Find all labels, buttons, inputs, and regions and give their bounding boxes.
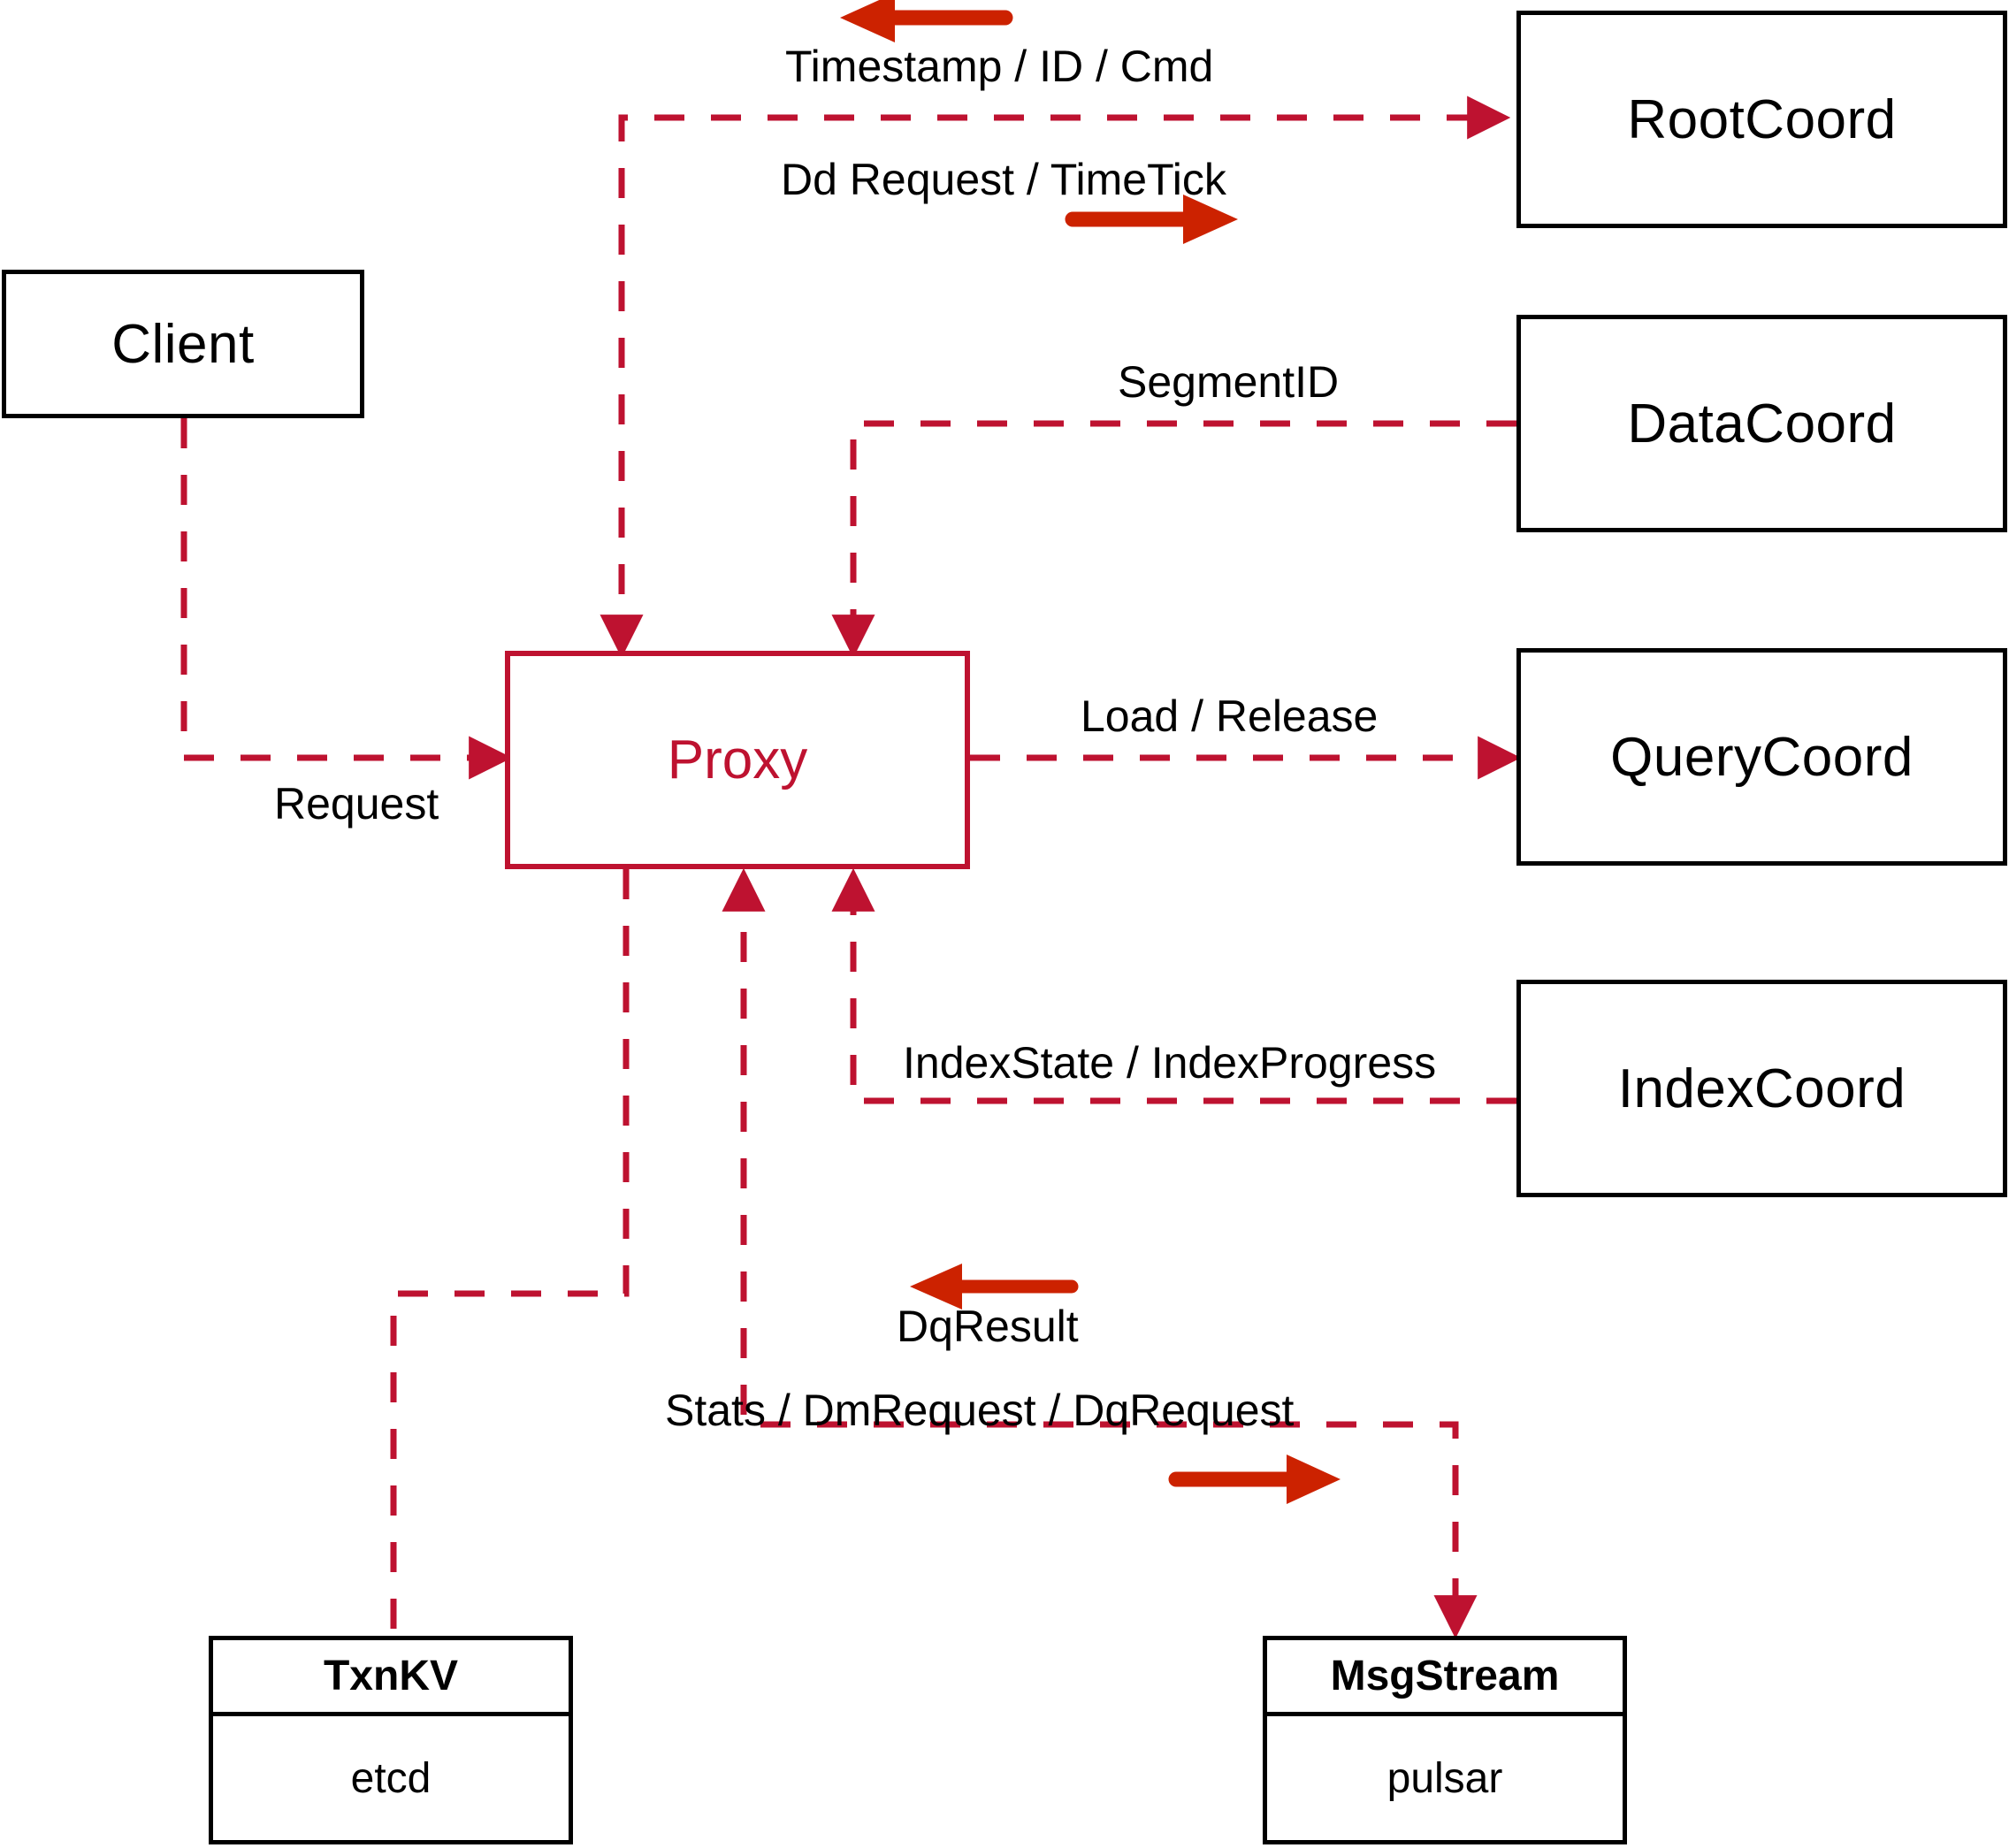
edge-label-stats-dm-dq-request: Stats / DmRequest / DqRequest <box>665 1386 1295 1435</box>
node-indexcoord-label: IndexCoord <box>1617 1058 1906 1119</box>
node-datacoord-label: DataCoord <box>1627 393 1897 454</box>
node-proxy-label: Proxy <box>667 729 808 790</box>
node-rootcoord[interactable]: RootCoord <box>1516 11 2007 228</box>
store-msgstream-title: MsgStream <box>1267 1640 1623 1716</box>
node-indexcoord[interactable]: IndexCoord <box>1516 980 2007 1197</box>
edge-label-request: Request <box>274 779 439 829</box>
store-txnkv-title: TxnKV <box>213 1640 569 1716</box>
store-txnkv[interactable]: TxnKV etcd <box>209 1636 573 1844</box>
store-txnkv-impl: etcd <box>350 1754 432 1802</box>
edge-label-segment-id: SegmentID <box>1118 357 1340 407</box>
edge-label-load-release: Load / Release <box>1081 691 1379 741</box>
node-client-label: Client <box>111 313 255 375</box>
edge-proxy-to-txnkv <box>390 869 630 1636</box>
edge-label-index-state-progress: IndexState / IndexProgress <box>903 1038 1437 1088</box>
node-client[interactable]: Client <box>2 270 364 418</box>
edge-label-timestamp-id-cmd: Timestamp / ID / Cmd <box>785 42 1214 91</box>
direction-arrow-timestamp <box>840 0 1013 42</box>
node-proxy[interactable]: Proxy <box>505 651 970 869</box>
edge-label-dq-result: DqResult <box>897 1302 1079 1351</box>
node-datacoord[interactable]: DataCoord <box>1516 315 2007 532</box>
node-querycoord-label: QueryCoord <box>1610 726 1914 788</box>
edge-proxy-to-msgstream <box>722 867 1478 1639</box>
direction-arrow-stats <box>1168 1455 1341 1504</box>
node-querycoord[interactable]: QueryCoord <box>1516 648 2007 866</box>
store-msgstream[interactable]: MsgStream pulsar <box>1263 1636 1627 1844</box>
store-msgstream-impl: pulsar <box>1386 1754 1503 1802</box>
edge-datacoord-to-proxy <box>831 420 1516 659</box>
edge-client-to-proxy <box>180 418 513 780</box>
node-rootcoord-label: RootCoord <box>1627 88 1897 150</box>
edge-label-dd-request-timetick: Dd Request / TimeTick <box>781 155 1226 204</box>
